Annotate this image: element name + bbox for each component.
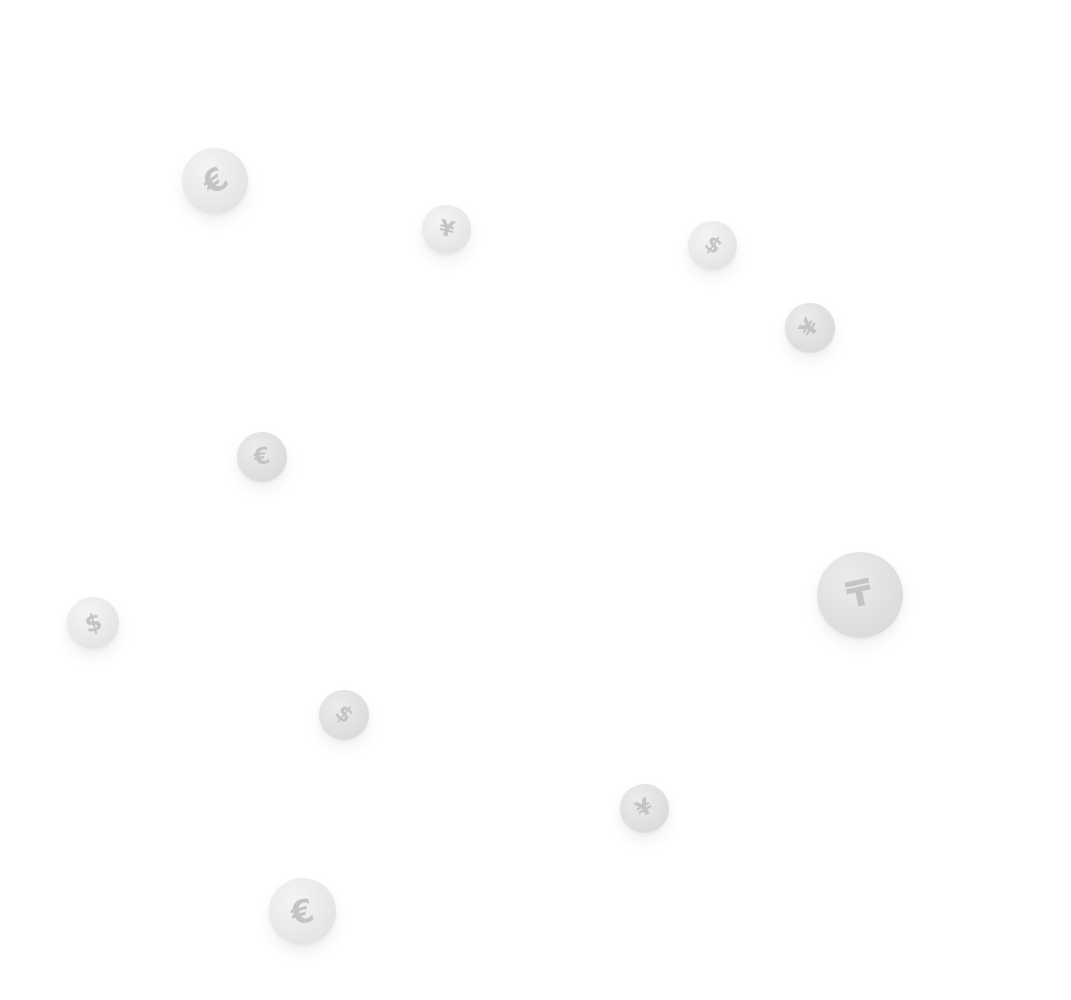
dollar-icon: $ bbox=[330, 700, 359, 730]
dollar-icon: $ bbox=[81, 607, 105, 639]
yen-icon: ¥ bbox=[631, 793, 658, 823]
euro-icon: € bbox=[251, 442, 273, 471]
euro-coin[interactable]: € bbox=[237, 432, 287, 482]
yen-icon: ¥ bbox=[794, 313, 825, 342]
euro-icon: € bbox=[286, 890, 319, 933]
yen-coin[interactable]: ¥ bbox=[785, 303, 835, 353]
dollar-coin[interactable]: $ bbox=[319, 690, 369, 740]
yen-coin[interactable]: ¥ bbox=[422, 205, 471, 254]
yen-icon: ¥ bbox=[436, 215, 457, 243]
dollar-icon: $ bbox=[699, 230, 727, 260]
tenge-coin[interactable]: ₸ bbox=[817, 552, 903, 638]
dollar-coin[interactable]: $ bbox=[688, 221, 737, 270]
tenge-icon: ₸ bbox=[843, 571, 877, 618]
yen-coin[interactable]: ¥ bbox=[620, 784, 669, 833]
dollar-coin[interactable]: $ bbox=[67, 597, 119, 649]
euro-coin[interactable]: € bbox=[269, 878, 336, 945]
euro-coin[interactable]: € bbox=[182, 148, 248, 214]
euro-icon: € bbox=[194, 159, 236, 203]
